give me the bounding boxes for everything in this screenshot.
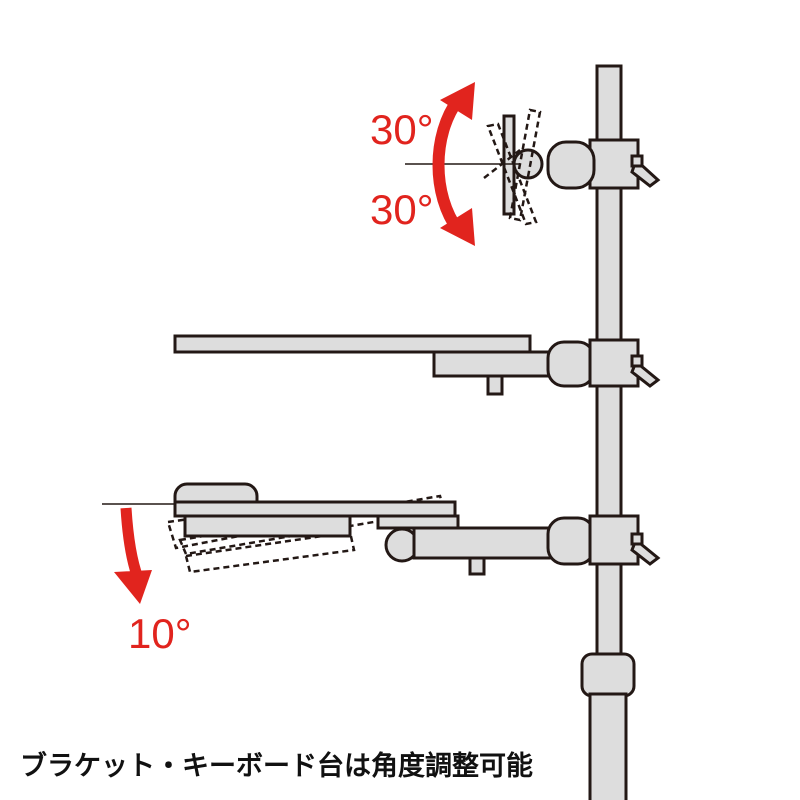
middle-bracket <box>173 334 661 396</box>
angle-label-down: 30° <box>370 186 434 233</box>
angle-label-tray: 10° <box>128 610 192 657</box>
tilt-arrow-bottom <box>114 507 152 604</box>
caption: ブラケット・キーボード台は角度調整可能 <box>20 751 533 782</box>
top-bracket <box>405 108 661 226</box>
tilt-arrow-top <box>432 82 475 246</box>
angle-label-up: 30° <box>370 106 434 153</box>
bottom-bracket <box>102 482 661 576</box>
